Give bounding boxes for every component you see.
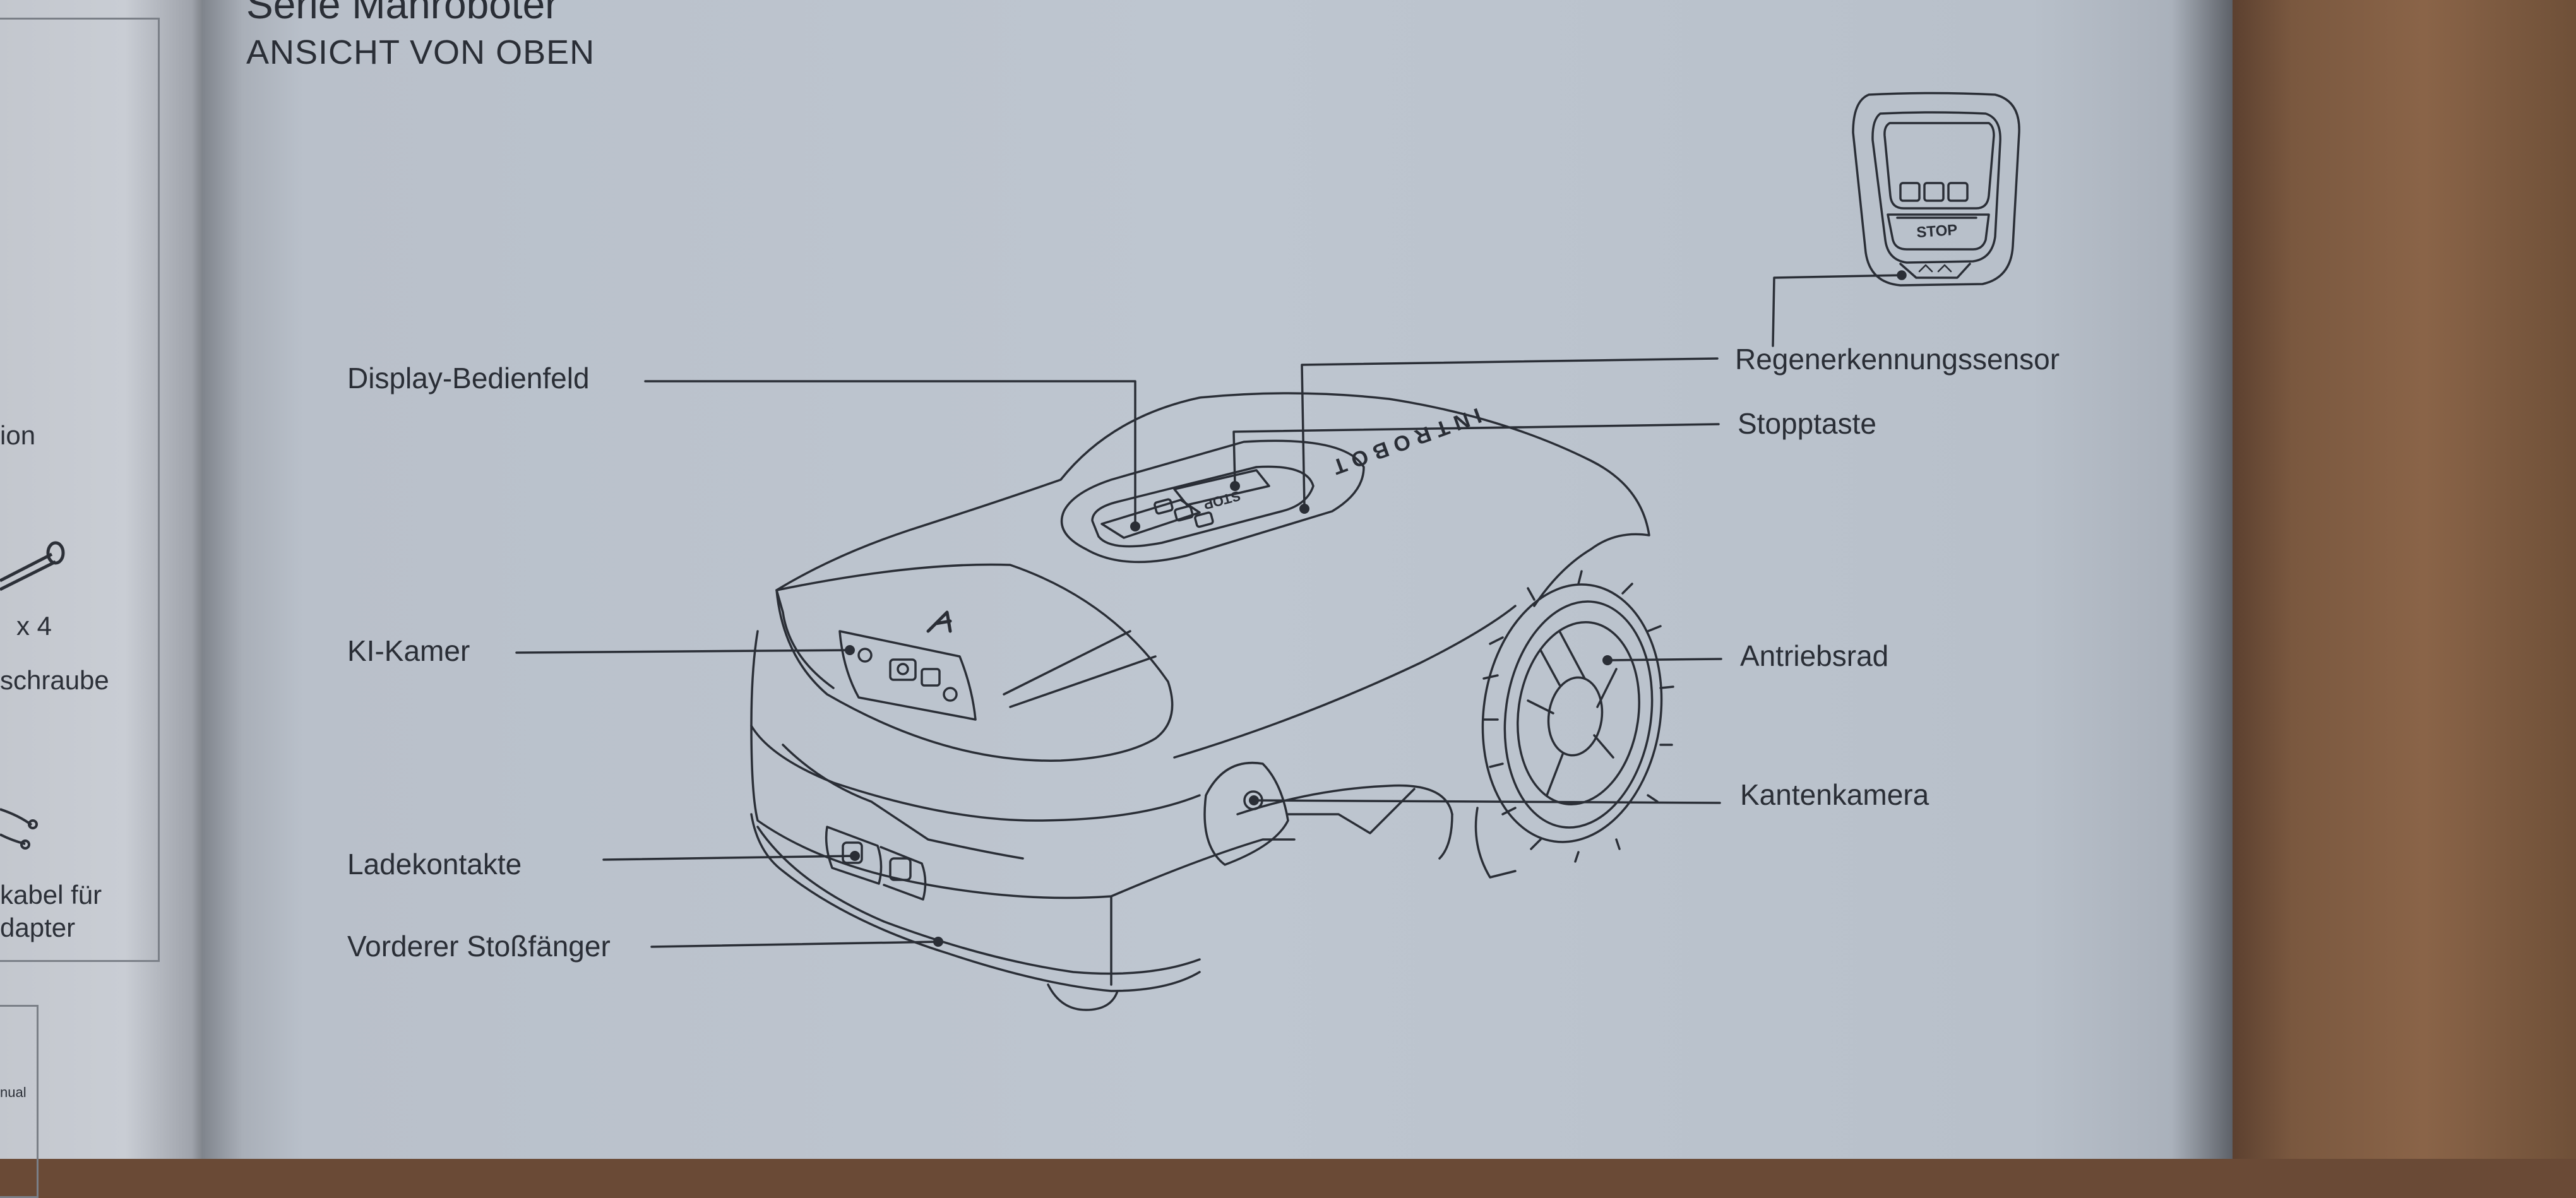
leader-edge-camera xyxy=(1253,799,1721,804)
dot-display-panel xyxy=(1130,521,1140,531)
dot-charging-contacts xyxy=(850,851,860,861)
leader-ai-camera xyxy=(515,649,851,654)
dot-stop-button xyxy=(1230,481,1240,491)
label-display-panel: Display-Bedienfeld xyxy=(347,362,590,394)
cable-icon xyxy=(0,808,38,850)
label-edge-camera: Kantenkamera xyxy=(1740,778,1929,811)
label-charging-contacts: Ladekontakte xyxy=(347,848,522,881)
dot-edge-camera xyxy=(1249,795,1259,805)
mower-diagram: STOP xyxy=(515,92,2020,1011)
dot-rain-sensor xyxy=(1299,504,1309,514)
screw-icon xyxy=(0,541,65,591)
label-rain-sensor: Regenerkennungssensor xyxy=(1735,343,2060,376)
label-front-bumper: Vorderer Stoßfänger xyxy=(347,930,611,963)
mower-body xyxy=(750,392,1674,1011)
label-ai-camera: KI-Kamer xyxy=(347,634,470,667)
left-fragment-schraube: schraube xyxy=(0,665,109,695)
leader-stop-button xyxy=(1232,423,1720,486)
left-fragment-count: x 4 xyxy=(16,611,52,641)
page-subheading: ANSICHT VON OBEN xyxy=(246,33,595,71)
left-page: ion x 4 schraube kabel für dapter nual xyxy=(0,0,208,1198)
main-page xyxy=(202,0,2233,1159)
inset-panel xyxy=(1852,92,2020,287)
leader-drive-wheel xyxy=(1606,658,1722,661)
left-fragment-kabel: kabel für xyxy=(0,880,102,910)
left-fragment-ion: ion xyxy=(0,420,36,450)
left-fragment-adapter: dapter xyxy=(0,913,76,942)
leader-charging-contacts xyxy=(602,855,856,861)
panel-stop-text: STOP xyxy=(1202,488,1243,513)
table-surface xyxy=(2197,0,2576,1159)
label-drive-wheel: Antriebsrad xyxy=(1740,639,1889,672)
label-stop-button: Stopptaste xyxy=(1738,407,1876,440)
leader-rain-line xyxy=(1301,357,1719,509)
leader-rain-sensor xyxy=(1772,274,1903,347)
dot-front-bumper xyxy=(933,937,943,947)
left-fragment-manual: nual xyxy=(0,1084,27,1100)
dot-drive-wheel xyxy=(1602,655,1613,665)
leader-display-panel xyxy=(644,380,1136,525)
dot-ai-camera xyxy=(845,645,855,655)
page-heading: Serie Mähroboter xyxy=(246,0,559,27)
inset-stop-text: STOP xyxy=(1916,222,1959,241)
brand-text: INTROBOT xyxy=(1323,403,1484,481)
left-page-frame xyxy=(0,18,160,962)
leader-front-bumper xyxy=(650,940,939,948)
